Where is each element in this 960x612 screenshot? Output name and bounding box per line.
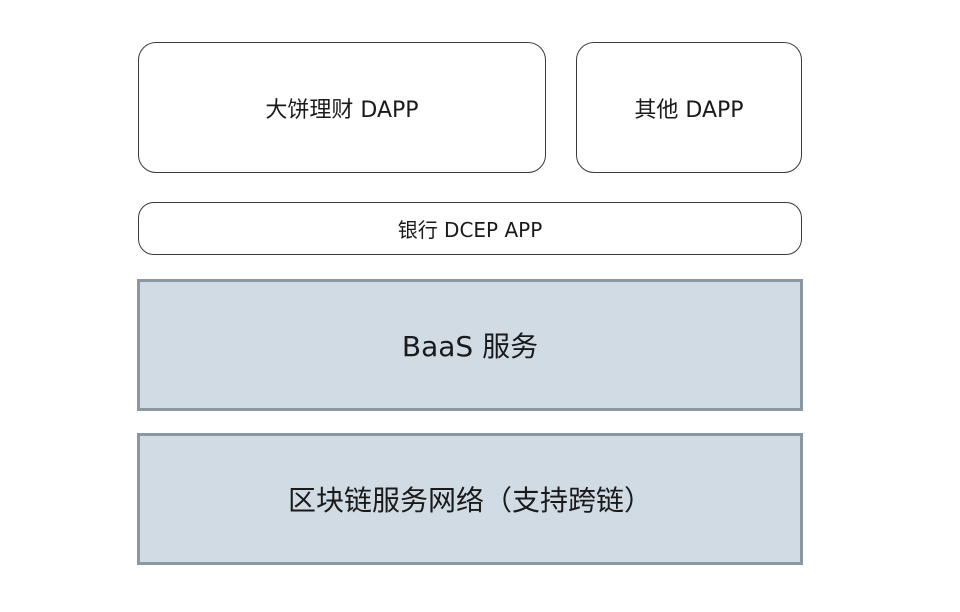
dabing-dapp-box: 大饼理财 DAPP bbox=[138, 42, 546, 173]
blockchain-network-label: 区块链服务网络（支持跨链） bbox=[287, 484, 652, 517]
bank-dcep-app-label: 银行 DCEP APP bbox=[397, 218, 543, 242]
blockchain-network-box: 区块链服务网络（支持跨链） bbox=[137, 433, 803, 565]
baas-service-box: BaaS 服务 bbox=[137, 279, 803, 411]
bank-dcep-app-box: 银行 DCEP APP bbox=[138, 202, 802, 255]
other-dapp-label: 其他 DAPP bbox=[634, 97, 744, 123]
baas-service-label: BaaS 服务 bbox=[401, 330, 539, 363]
other-dapp-box: 其他 DAPP bbox=[576, 42, 802, 173]
dabing-dapp-label: 大饼理财 DAPP bbox=[265, 97, 419, 123]
